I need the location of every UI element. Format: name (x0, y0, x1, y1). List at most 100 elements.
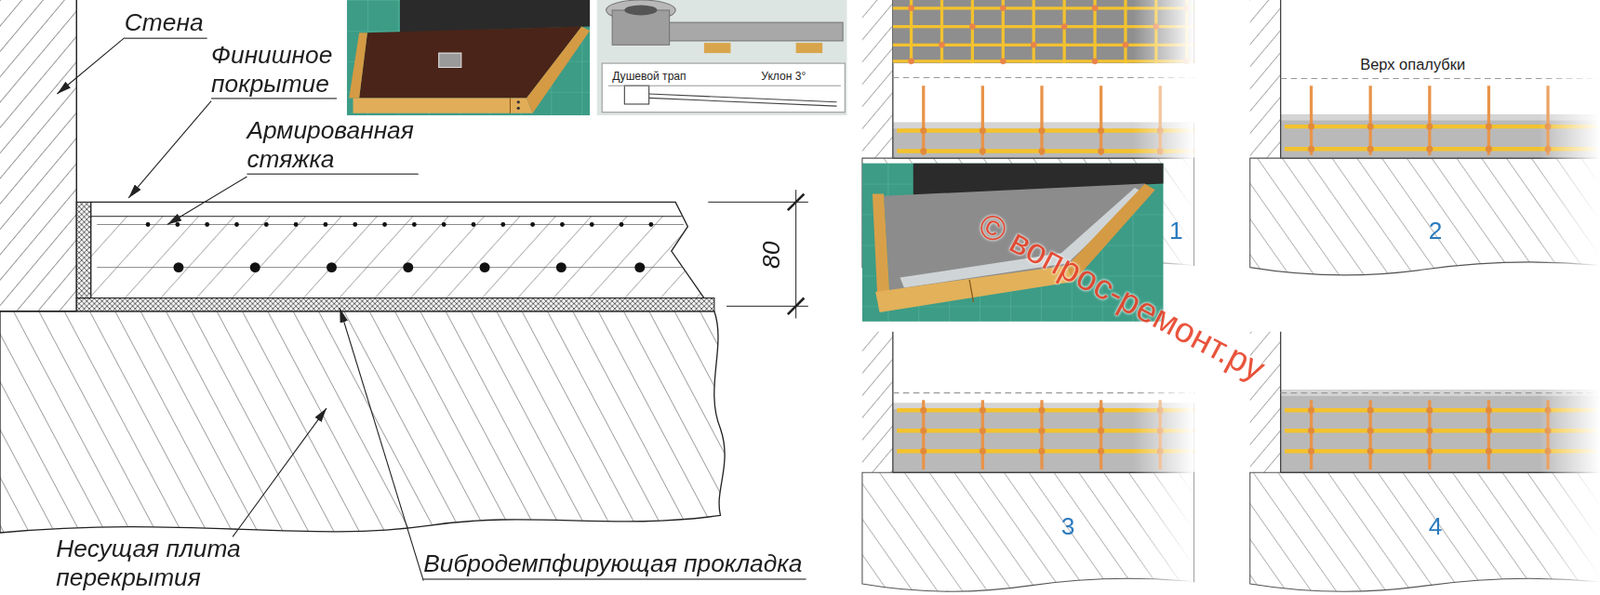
inset-label: Уклон 3° (759, 69, 808, 83)
rebar-knot (1485, 123, 1493, 131)
rebar-bottom (173, 262, 645, 273)
rebar-knot (1307, 448, 1315, 455)
rebar-knot (1367, 407, 1374, 414)
leader-line (56, 38, 124, 94)
screed-ground (91, 201, 705, 298)
rebar-knot (1426, 448, 1433, 455)
rebar-dot (480, 262, 491, 273)
part-label: Финишное покрытие (211, 40, 337, 100)
mesh-line (96, 224, 684, 226)
plan-knot (907, 4, 915, 12)
step-number: 2 (1428, 216, 1443, 245)
rebar-knot (920, 448, 927, 455)
photo-drain-part (608, 85, 841, 87)
rebar-dot (174, 222, 180, 227)
slab-edge (0, 310, 77, 312)
rebar-dot (402, 262, 414, 273)
leader-line (128, 101, 212, 199)
rebar-knot (979, 427, 987, 435)
wall-edge (1280, 332, 1281, 473)
part-label: Несущая плита перекрытия (55, 534, 248, 592)
screed-hatch (91, 216, 705, 299)
leader-line (232, 408, 327, 537)
slab-hatch (0, 311, 725, 534)
photo-drain-part (704, 42, 732, 54)
mesh-line (96, 266, 682, 268)
rebar-knot (1307, 427, 1315, 435)
rebar-dot (264, 222, 269, 227)
dimension-tick (787, 298, 805, 316)
rebar-knot (979, 147, 987, 155)
rebar-chair (981, 85, 985, 156)
photo-formwork-part (439, 53, 462, 67)
photo-formwork-part (353, 97, 534, 113)
plan-knot (969, 23, 976, 30)
part-label: Стена (124, 8, 208, 39)
part-label: Армированная стяжка (246, 116, 418, 175)
rebar-knot (1485, 146, 1493, 153)
photo-drain-part (612, 10, 669, 45)
step-panel (1250, 0, 1600, 276)
rebar-knot (1097, 127, 1105, 134)
rebar-knot (1485, 427, 1493, 435)
wall-hatch (862, 332, 894, 473)
rebar-knot (1097, 407, 1105, 414)
rebar-chair (921, 85, 925, 156)
rebar-chair (1309, 85, 1313, 156)
step-panel (1250, 332, 1600, 592)
rebar-knot (1097, 427, 1105, 435)
fade (1538, 0, 1600, 274)
step-panel (862, 332, 1195, 592)
plan-bar (940, 0, 944, 64)
rebar-knot (1307, 146, 1315, 153)
rebar-knot (1038, 147, 1045, 155)
photo-formwork-part (346, 0, 590, 116)
rebar-knot (1038, 407, 1045, 414)
rebar-dot (250, 262, 261, 273)
plan-knot (1000, 58, 1007, 66)
rebar-knot (1485, 448, 1493, 455)
rebar-dot (412, 222, 417, 227)
photo-formwork-part (348, 32, 368, 98)
plan-knot (1092, 4, 1099, 12)
damping-pad (76, 201, 91, 298)
plan-knot (1122, 41, 1130, 49)
rebar-knot (979, 448, 987, 455)
photo-drain (597, 0, 848, 116)
photo-formwork-large-part (969, 280, 974, 303)
rebar-knot (979, 407, 987, 414)
plan-knot (1061, 23, 1068, 30)
rebar-knot (1367, 427, 1374, 435)
photo-formwork-part (509, 97, 511, 113)
photo-drain-part (649, 93, 838, 103)
rebar-chair (1487, 85, 1491, 156)
rebar-dot (382, 222, 387, 227)
leader-line (339, 308, 424, 582)
rebar-knot (920, 427, 927, 435)
photo-formwork-part (526, 26, 590, 114)
rebar-dot (560, 222, 565, 227)
rebar-chair (1099, 85, 1103, 156)
damping-pad (76, 298, 715, 312)
wall-edge (892, 332, 894, 473)
rebar-knot (1426, 123, 1433, 131)
rebar-dot (173, 262, 184, 273)
plan-bar (971, 0, 974, 64)
photo-drain-part (624, 85, 649, 105)
rebar-knot (1426, 407, 1433, 414)
rebar-dot (471, 222, 477, 227)
rebar-knot (1038, 127, 1045, 134)
rebar-knot (1367, 146, 1374, 153)
rebar-chair (1040, 85, 1043, 156)
photo-drain-part (649, 97, 838, 107)
leader-line (167, 176, 248, 226)
rebar-dot (326, 262, 337, 273)
dimension-line (795, 189, 797, 319)
plan-bar (1032, 0, 1036, 64)
step-number: 1 (1169, 216, 1184, 245)
rebar-dot (352, 222, 358, 227)
photo-drain-part (796, 42, 824, 54)
rebar-dot (146, 222, 151, 227)
plan-bar (1062, 0, 1066, 64)
